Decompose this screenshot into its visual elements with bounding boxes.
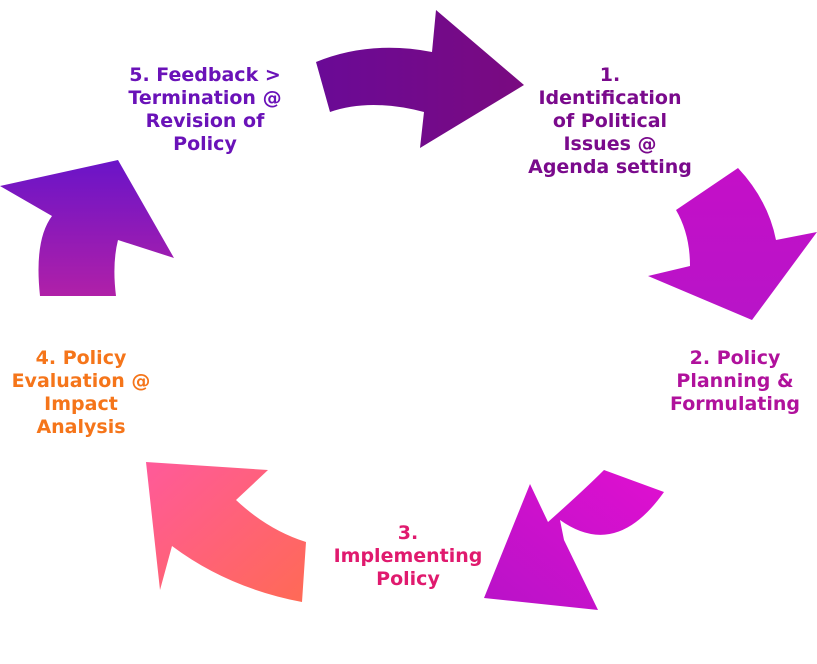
stage-5-label: 5. Feedback > Termination @ Revision of … <box>128 64 282 155</box>
stage-3-label: 3. Implementing Policy <box>333 522 483 590</box>
stage-2-label: 2. Policy Planning & Formulating <box>669 347 800 415</box>
cycle-arrow-right <box>648 168 817 320</box>
cycle-arrow-bottom-left <box>146 462 306 602</box>
stage-4-label: 4. Policy Evaluation @ Impact Analysis <box>11 347 151 438</box>
cycle-arrow-left <box>0 160 174 296</box>
stage-1-label: 1. Identification of Political Issues @ … <box>528 64 692 178</box>
cycle-arrow-top <box>316 10 524 148</box>
cycle-arrow-bottom <box>484 470 664 610</box>
